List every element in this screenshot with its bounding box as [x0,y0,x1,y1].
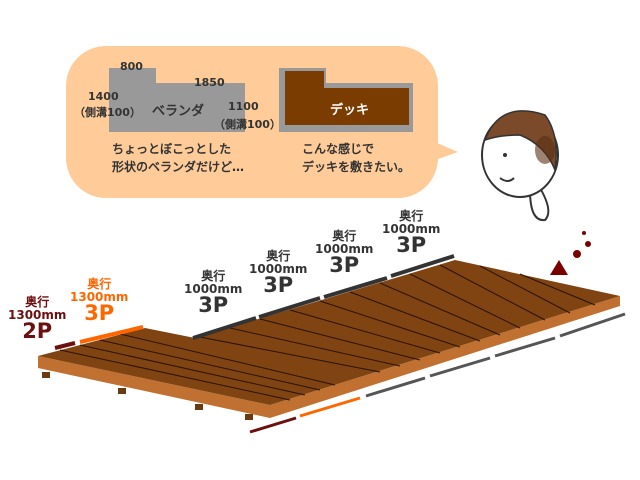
bottom-bar-1 [365,376,426,398]
bottom-bar-3 [494,336,556,358]
edge-bar-2p [54,341,76,350]
dim-1850: 1850 [194,76,225,89]
edge-bar-3p-4 [390,254,455,278]
edge-bar-3p-2 [258,296,321,319]
dim-800: 800 [120,60,143,73]
dot-decoration [582,231,586,235]
dim-1100-note: （側溝100） [214,118,281,131]
deck-label: デッキ [330,103,370,118]
bottom-bar-3p-orange [299,396,361,418]
bottom-bar-2 [429,356,491,378]
edge-bar-3p-3 [323,276,388,299]
speech-bubble-tail [430,140,458,162]
edge-bar-3p-orange [79,325,144,344]
deck-feet [42,372,253,420]
bottom-bar-2p [249,416,297,434]
veranda-shape [109,68,245,132]
dim-1400-note: （側溝100） [74,106,141,119]
dot-decoration [573,250,581,258]
deck-top [38,260,620,405]
deck-board-lines [59,264,596,401]
caption-left: ちょっとぼこっとした 形状のベランダだけど… [112,142,245,174]
triangle-decoration [550,260,568,275]
person-face-illustration [481,110,559,222]
caption-right: こんな感じで デッキを敷きたい。 [302,142,411,174]
dot-decoration [585,241,591,247]
veranda-label: ベランダ [152,104,205,119]
dim-1400: 1400 [88,90,119,103]
bottom-bar-4 [559,312,626,338]
deck-side [38,296,620,418]
dim-1100: 1100 [228,100,259,113]
deck-plan-shape [285,71,409,125]
edge-bar-3p-1 [192,316,257,340]
